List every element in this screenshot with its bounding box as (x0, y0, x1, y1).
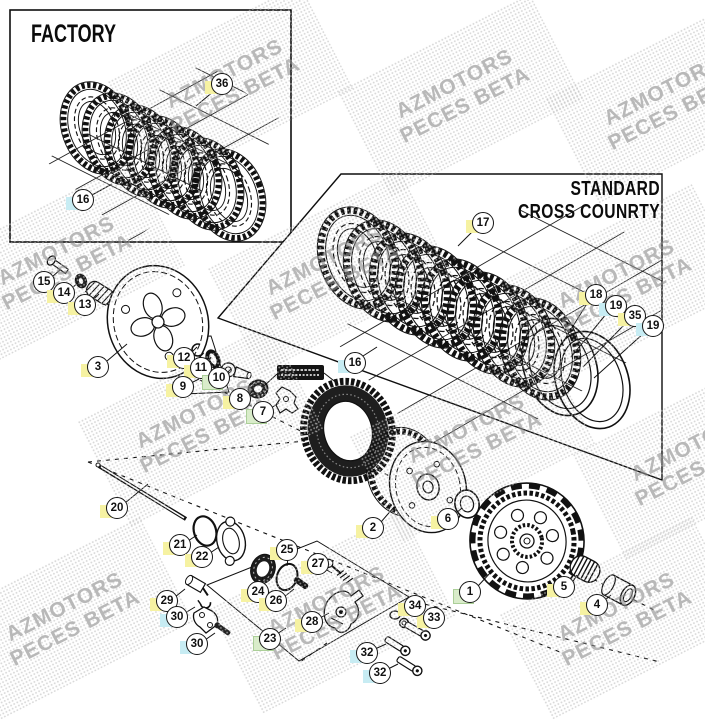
part-bolt-32a (382, 634, 413, 658)
callout-5[interactable]: 5 (547, 576, 575, 598)
callout-20[interactable]: 20 (100, 497, 128, 519)
callout-26[interactable]: 26 (259, 590, 287, 612)
part-release-piece-7 (275, 386, 299, 414)
part-release-lever-28 (323, 589, 364, 634)
callout-36[interactable]: 36 (205, 73, 233, 95)
callout-22[interactable]: 22 (185, 546, 213, 568)
part-oring-21 (192, 515, 218, 547)
callout-7[interactable]: 7 (246, 401, 274, 424)
callout-25[interactable]: 25 (270, 539, 298, 561)
standard-title-line1: STANDARD (570, 178, 660, 200)
part-note-tag (263, 365, 339, 387)
callout-33[interactable]: 33 (417, 607, 445, 629)
part-bolt-32b (394, 654, 425, 678)
part-bracket-30 (192, 606, 219, 634)
callout-34[interactable]: 34 (398, 595, 426, 617)
standard-title: STANDARD CROSS COUNRTY (469, 178, 660, 224)
callout-3[interactable]: 3 (81, 356, 109, 378)
part-pin-30b (214, 622, 231, 636)
callout-28[interactable]: 28 (295, 611, 323, 633)
callout-10[interactable]: 10 (202, 367, 230, 390)
factory-title: FACTORY (31, 20, 117, 48)
callout-1[interactable]: 1 (453, 581, 481, 604)
callout-13[interactable]: 13 (68, 294, 96, 316)
callout-21[interactable]: 21 (163, 534, 191, 556)
callout-30b[interactable]: 30 (180, 633, 208, 655)
callout-23[interactable]: 23 (253, 628, 281, 651)
callout-17[interactable]: 17 (466, 212, 494, 234)
part-gasket-22 (215, 516, 247, 566)
callout-19b[interactable]: 19 (636, 315, 664, 337)
callout-32a[interactable]: 32 (350, 642, 378, 664)
callout-32b[interactable]: 32 (363, 662, 391, 684)
callout-16-factory[interactable]: 16 (66, 189, 94, 211)
part-washer-14 (74, 273, 88, 289)
callout-30a[interactable]: 30 (160, 606, 188, 628)
callout-9[interactable]: 9 (166, 376, 194, 398)
callout-6[interactable]: 6 (431, 508, 459, 530)
part-pin-29 (184, 574, 209, 597)
callout-16-standard[interactable]: 16 (338, 352, 366, 374)
callout-2[interactable]: 2 (356, 517, 384, 539)
callout-27[interactable]: 27 (301, 553, 329, 575)
callout-8[interactable]: 8 (223, 388, 251, 410)
callout-4[interactable]: 4 (580, 594, 608, 616)
standard-title-line2: CROSS COUNRTY (517, 201, 660, 223)
callout-14[interactable]: 14 (47, 282, 75, 304)
